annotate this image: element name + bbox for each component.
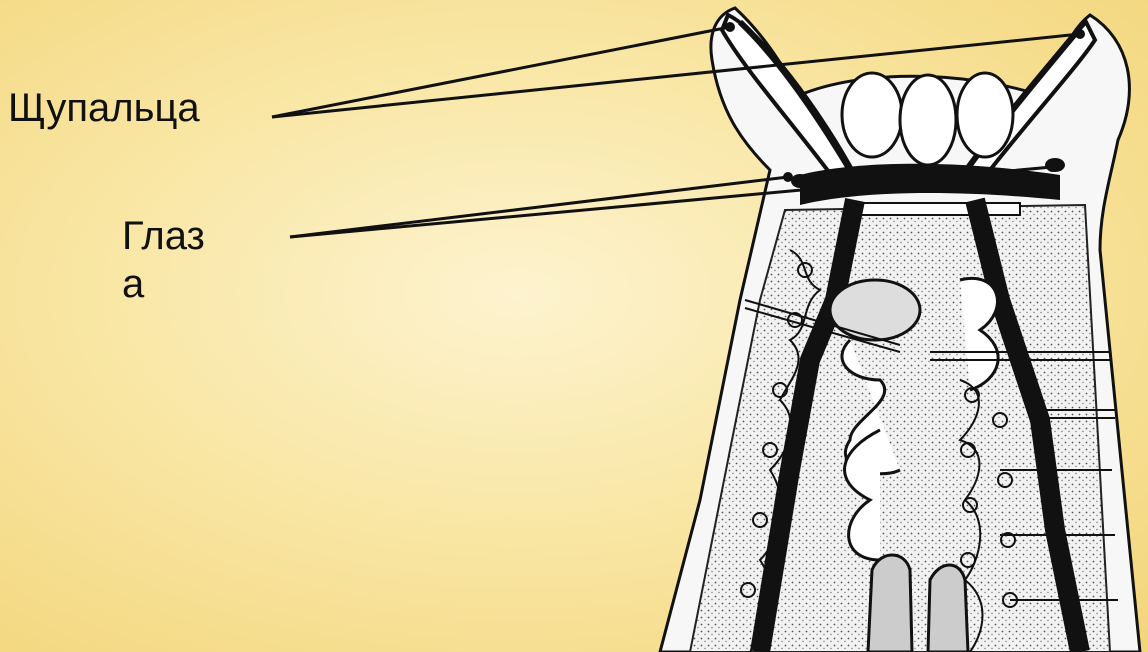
left-eye [791,174,809,188]
leader-eye-left [290,177,788,237]
leader-tentacle-left [272,27,730,117]
head-lobes [842,73,1013,165]
